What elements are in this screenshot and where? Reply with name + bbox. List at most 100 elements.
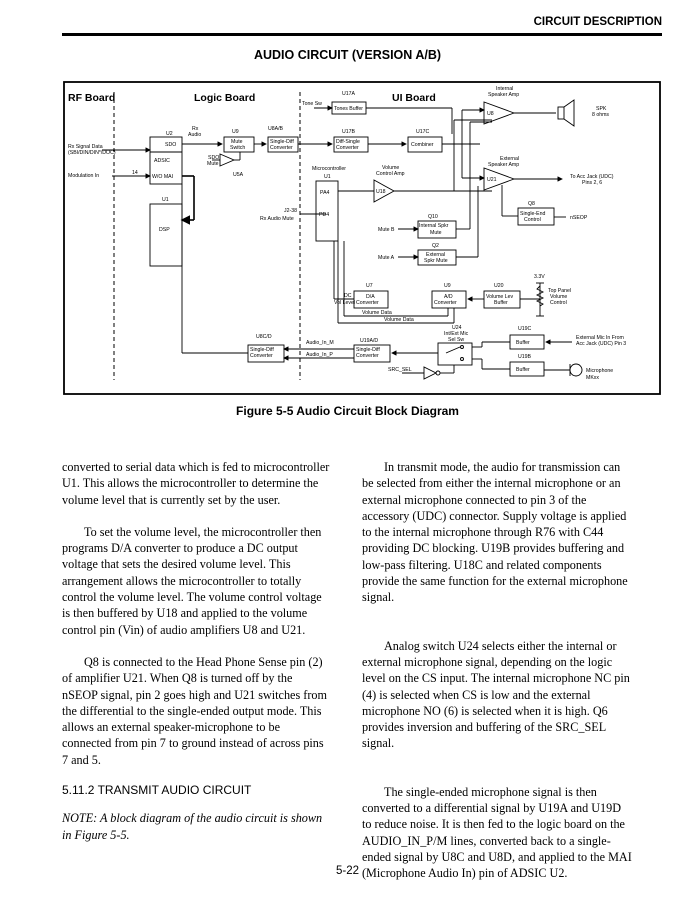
figure-caption: Figure 5-5 Audio Circuit Block Diagram bbox=[236, 404, 459, 418]
u19ad-single-diff-label: Single-Diff bbox=[356, 347, 380, 353]
microcontroller-block bbox=[315, 180, 339, 242]
u19c-buffer-label: Buffer bbox=[516, 340, 530, 346]
q2-label: Q2 bbox=[432, 243, 439, 249]
mute-b-label: Mute B bbox=[378, 227, 395, 233]
external-label: External bbox=[500, 156, 519, 162]
q8-block bbox=[517, 207, 555, 226]
dsp-label: DSP bbox=[159, 227, 170, 233]
internal-label: Internal bbox=[496, 86, 513, 92]
volume-data-label-2: Volume Data bbox=[384, 317, 414, 323]
modulation-in-label: Modulation In bbox=[68, 173, 99, 179]
diagram-frame bbox=[63, 81, 661, 395]
left-column: converted to serial data which is fed to… bbox=[62, 459, 330, 843]
audio-in-p-label: Audio_In_P bbox=[306, 352, 333, 358]
da-converter-label: Converter bbox=[356, 300, 379, 306]
note-text: NOTE: A block diagram of the audio circu… bbox=[62, 811, 323, 842]
int-spkr-label: Internal Spkr bbox=[419, 223, 449, 229]
dc-label: DC bbox=[344, 293, 352, 299]
single-diff-label: Single-Diff bbox=[270, 139, 294, 145]
q8-label: Q8 bbox=[528, 201, 535, 207]
acc-jack-label: To Acc Jack (UDC) bbox=[570, 174, 614, 180]
volume-pot bbox=[535, 285, 545, 307]
u8cd-block bbox=[247, 344, 285, 363]
u21-amp bbox=[483, 167, 516, 191]
right-paragraph-2: Analog switch U24 selects either the int… bbox=[362, 638, 630, 751]
mute-label: Mute bbox=[430, 230, 442, 236]
left-paragraph-2: To set the volume level, the microcontro… bbox=[62, 524, 322, 637]
nseop-label: nSEOP bbox=[570, 215, 588, 221]
right-paragraph-3: The single-ended microphone signal is th… bbox=[362, 784, 632, 881]
converter-label-2: Converter bbox=[336, 145, 359, 151]
u9b-label: U9 bbox=[444, 283, 451, 289]
rx-audio-mute-label: Rx Audio Mute bbox=[260, 216, 294, 222]
left-paragraph-1: converted to serial data which is fed to… bbox=[62, 460, 330, 507]
tones-buffer-label: Tones Buffer bbox=[334, 106, 363, 112]
u17c-label: U17C bbox=[416, 129, 430, 135]
u8cd-label: U8C/D bbox=[256, 334, 272, 340]
mkxx-label: MKxx bbox=[586, 375, 599, 381]
u8ab-label: U8A/B bbox=[268, 126, 284, 132]
da-label: D/A bbox=[366, 294, 375, 300]
logic-board-label: Logic Board bbox=[194, 92, 255, 104]
spkr-mute-label: Spkr Mute bbox=[424, 258, 448, 264]
control-amp-label: Control Amp bbox=[376, 171, 405, 177]
u2-label: U2 bbox=[166, 131, 173, 137]
u19b-label: U19B bbox=[518, 354, 532, 360]
u24-label: U24 bbox=[452, 325, 462, 331]
u17b-label: U17B bbox=[342, 129, 356, 135]
u7-label: U7 bbox=[366, 283, 373, 289]
vol-level-label: Vol Level bbox=[334, 300, 355, 306]
rf-board-label: RF Board bbox=[68, 92, 115, 104]
rx-audio-label-2: Audio bbox=[188, 132, 201, 138]
converter-label: Converter bbox=[270, 145, 293, 151]
audio-block-diagram: RF Board Logic Board UI Board bbox=[62, 80, 662, 398]
da-block bbox=[353, 290, 389, 309]
ext-spkr-label: External bbox=[426, 252, 445, 258]
ext-mic-label: External Mic In From bbox=[576, 335, 624, 341]
mute-switch-block bbox=[223, 136, 255, 153]
u20-label: U20 bbox=[494, 283, 504, 289]
dsp-block bbox=[149, 203, 183, 267]
ad-converter-label: Converter bbox=[434, 300, 457, 306]
combiner-block bbox=[407, 136, 443, 153]
ext-speaker-amp-label: Speaker Amp bbox=[488, 162, 519, 168]
microphone-label: Microphone bbox=[586, 368, 613, 374]
spk-label: SPK bbox=[596, 106, 607, 112]
header-rule bbox=[62, 33, 662, 36]
pd4-label: PD4 bbox=[319, 212, 329, 218]
u19ad-block bbox=[353, 344, 391, 363]
u9-label: U9 bbox=[232, 129, 239, 135]
mute-a-label: Mute A bbox=[378, 255, 395, 261]
left-paragraph-3: Q8 is connected to the Head Phone Sense … bbox=[62, 654, 327, 767]
pins-2-6-label: Pins 2, 6 bbox=[582, 180, 602, 186]
adsic-label: ADSIC bbox=[154, 158, 170, 164]
pin-14-label: 14 bbox=[132, 170, 138, 176]
combiner-label: Combiner bbox=[411, 142, 434, 148]
ad-block bbox=[431, 290, 467, 309]
src-sel-label: SRC_SEL bbox=[388, 367, 412, 373]
src-sel-inverter bbox=[423, 366, 438, 380]
u17a-label: U17A bbox=[342, 91, 356, 97]
ui-board-label: UI Board bbox=[392, 92, 436, 104]
u8cd-single-diff-label: Single-Diff bbox=[250, 347, 274, 353]
volume-label: Volume bbox=[382, 165, 399, 171]
rx-signal-label: Rx Signal Data bbox=[68, 144, 103, 150]
audio-in-m-label: Audio_In_M bbox=[306, 340, 334, 346]
section-heading: 5.11.2 TRANSMIT AUDIO CIRCUIT bbox=[62, 783, 252, 798]
volume-data-label: Volume Data bbox=[362, 310, 392, 316]
u17b-block bbox=[333, 136, 369, 153]
vol-lev-label: Volume Lev bbox=[486, 294, 514, 300]
running-header: CIRCUIT DESCRIPTION bbox=[533, 16, 662, 28]
diff-single-label: Diff-Single bbox=[336, 139, 360, 145]
v33-label: 3.3V bbox=[534, 274, 545, 280]
u24-switch bbox=[437, 342, 473, 366]
rx-signal-label-2: (SBI/DIN/DIN*/DOC) bbox=[68, 150, 116, 156]
page-title: AUDIO CIRCUIT (VERSION A/B) bbox=[253, 48, 442, 62]
u19ad-converter-label: Converter bbox=[356, 353, 379, 359]
u8ab-block bbox=[267, 136, 299, 153]
sdo-label: SDO bbox=[165, 142, 176, 148]
speaker-icon bbox=[557, 106, 565, 120]
control-ctl-label: Control bbox=[550, 300, 567, 306]
mute-switch-label-2: Switch bbox=[230, 145, 245, 151]
u8-amp bbox=[483, 101, 516, 125]
